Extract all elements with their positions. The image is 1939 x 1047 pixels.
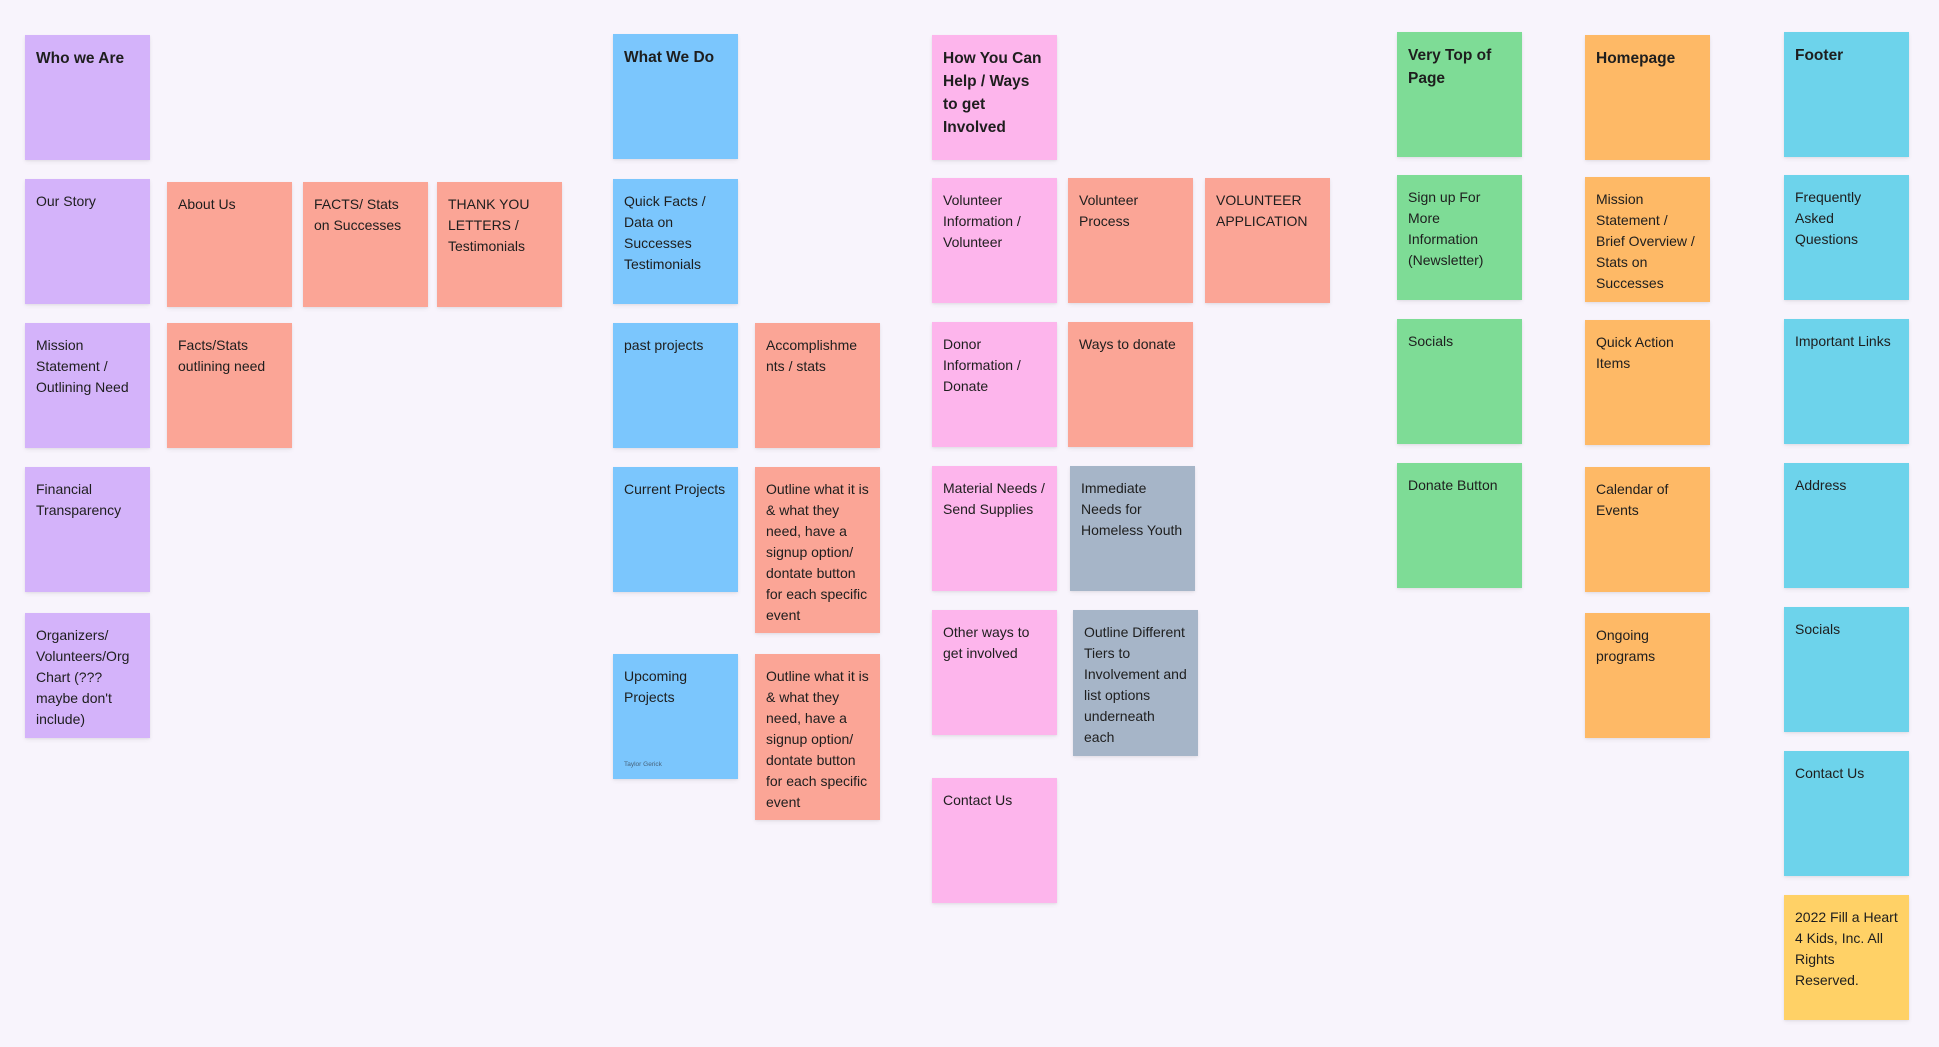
sticky-note-outline-tiers[interactable]: Outline Different Tiers to Involvement a…	[1073, 610, 1198, 756]
sticky-note-current-projects[interactable]: Current Projects	[613, 467, 738, 592]
sticky-note-address[interactable]: Address	[1784, 463, 1909, 588]
sticky-note-ongoing-programs[interactable]: Ongoing programs	[1585, 613, 1710, 738]
sticky-note-very-top-of-page[interactable]: Very Top of Page	[1397, 32, 1522, 157]
sticky-note-about-us[interactable]: About Us	[167, 182, 292, 307]
sticky-note-immediate-needs[interactable]: Immediate Needs for Homeless Youth	[1070, 466, 1195, 591]
sticky-note-material-needs[interactable]: Material Needs / Send Supplies	[932, 466, 1057, 591]
sticky-note-footer-contact-us[interactable]: Contact Us	[1784, 751, 1909, 876]
sticky-note-volunteer-application[interactable]: VOLUNTEER APPLICATION	[1205, 178, 1330, 303]
sticky-note-sign-up-newsletter[interactable]: Sign up For More Information (Newsletter…	[1397, 175, 1522, 300]
sticky-note-donate-button[interactable]: Donate Button	[1397, 463, 1522, 588]
sticky-note-copyright[interactable]: 2022 Fill a Heart 4 Kids, Inc. All Right…	[1784, 895, 1909, 1020]
sticky-note-financial-transparency[interactable]: Financial Transparency	[25, 467, 150, 592]
sticky-note-homepage[interactable]: Homepage	[1585, 35, 1710, 160]
sticky-note-our-story[interactable]: Our Story	[25, 179, 150, 304]
sticky-note-quick-action-items[interactable]: Quick Action Items	[1585, 320, 1710, 445]
sticky-note-donor-information[interactable]: Donor Information / Donate	[932, 322, 1057, 447]
sticky-note-facts-outlining-need[interactable]: Facts/Stats outlining need	[167, 323, 292, 448]
sticky-note-ways-to-donate[interactable]: Ways to donate	[1068, 322, 1193, 447]
sticky-note-mission-statement[interactable]: Mission Statement / Outlining Need	[25, 323, 150, 448]
sticky-note-other-ways[interactable]: Other ways to get involved	[932, 610, 1057, 735]
sticky-note-past-projects[interactable]: past projects	[613, 323, 738, 448]
sticky-note-upcoming-projects[interactable]: Upcoming Projects Taylor Gerick	[613, 654, 738, 779]
sticky-note-thank-you-letters[interactable]: THANK YOU LETTERS / Testimonials	[437, 182, 562, 307]
sticky-note-volunteer-process[interactable]: Volunteer Process	[1068, 178, 1193, 303]
sticky-note-faq[interactable]: Frequently Asked Questions	[1784, 175, 1909, 300]
sticky-note-how-you-can-help[interactable]: How You Can Help / Ways to get Involved	[932, 35, 1057, 160]
sticky-note-organizers[interactable]: Organizers/ Volunteers/Org Chart (??? ma…	[25, 613, 150, 738]
sticky-note-facts-stats[interactable]: FACTS/ Stats on Successes	[303, 182, 428, 307]
sticky-note-upcoming-projects-label: Upcoming Projects	[624, 668, 688, 705]
sticky-note-current-projects-outline[interactable]: Outline what it is & what they need, hav…	[755, 467, 880, 633]
sticky-note-footer[interactable]: Footer	[1784, 32, 1909, 157]
sticky-note-upcoming-projects-outline[interactable]: Outline what it is & what they need, hav…	[755, 654, 880, 820]
sticky-note-what-we-do[interactable]: What We Do	[613, 34, 738, 159]
sticky-note-who-we-are[interactable]: Who we Are	[25, 35, 150, 160]
sticky-note-mission-overview[interactable]: Mission Statement / Brief Overview / Sta…	[1585, 177, 1710, 302]
sticky-note-calendar-of-events[interactable]: Calendar of Events	[1585, 467, 1710, 592]
sticky-note-footer-socials[interactable]: Socials	[1784, 607, 1909, 732]
sticky-note-author-label: Taylor Gerick	[624, 761, 662, 768]
sticky-note-top-socials[interactable]: Socials	[1397, 319, 1522, 444]
sticky-note-important-links[interactable]: Important Links	[1784, 319, 1909, 444]
sticky-note-accomplishments[interactable]: Accomplishme nts / stats	[755, 323, 880, 448]
sticky-note-volunteer-information[interactable]: Volunteer Information / Volunteer	[932, 178, 1057, 303]
sticky-note-contact-us[interactable]: Contact Us	[932, 778, 1057, 903]
sticky-note-quick-facts[interactable]: Quick Facts / Data on Successes Testimon…	[613, 179, 738, 304]
